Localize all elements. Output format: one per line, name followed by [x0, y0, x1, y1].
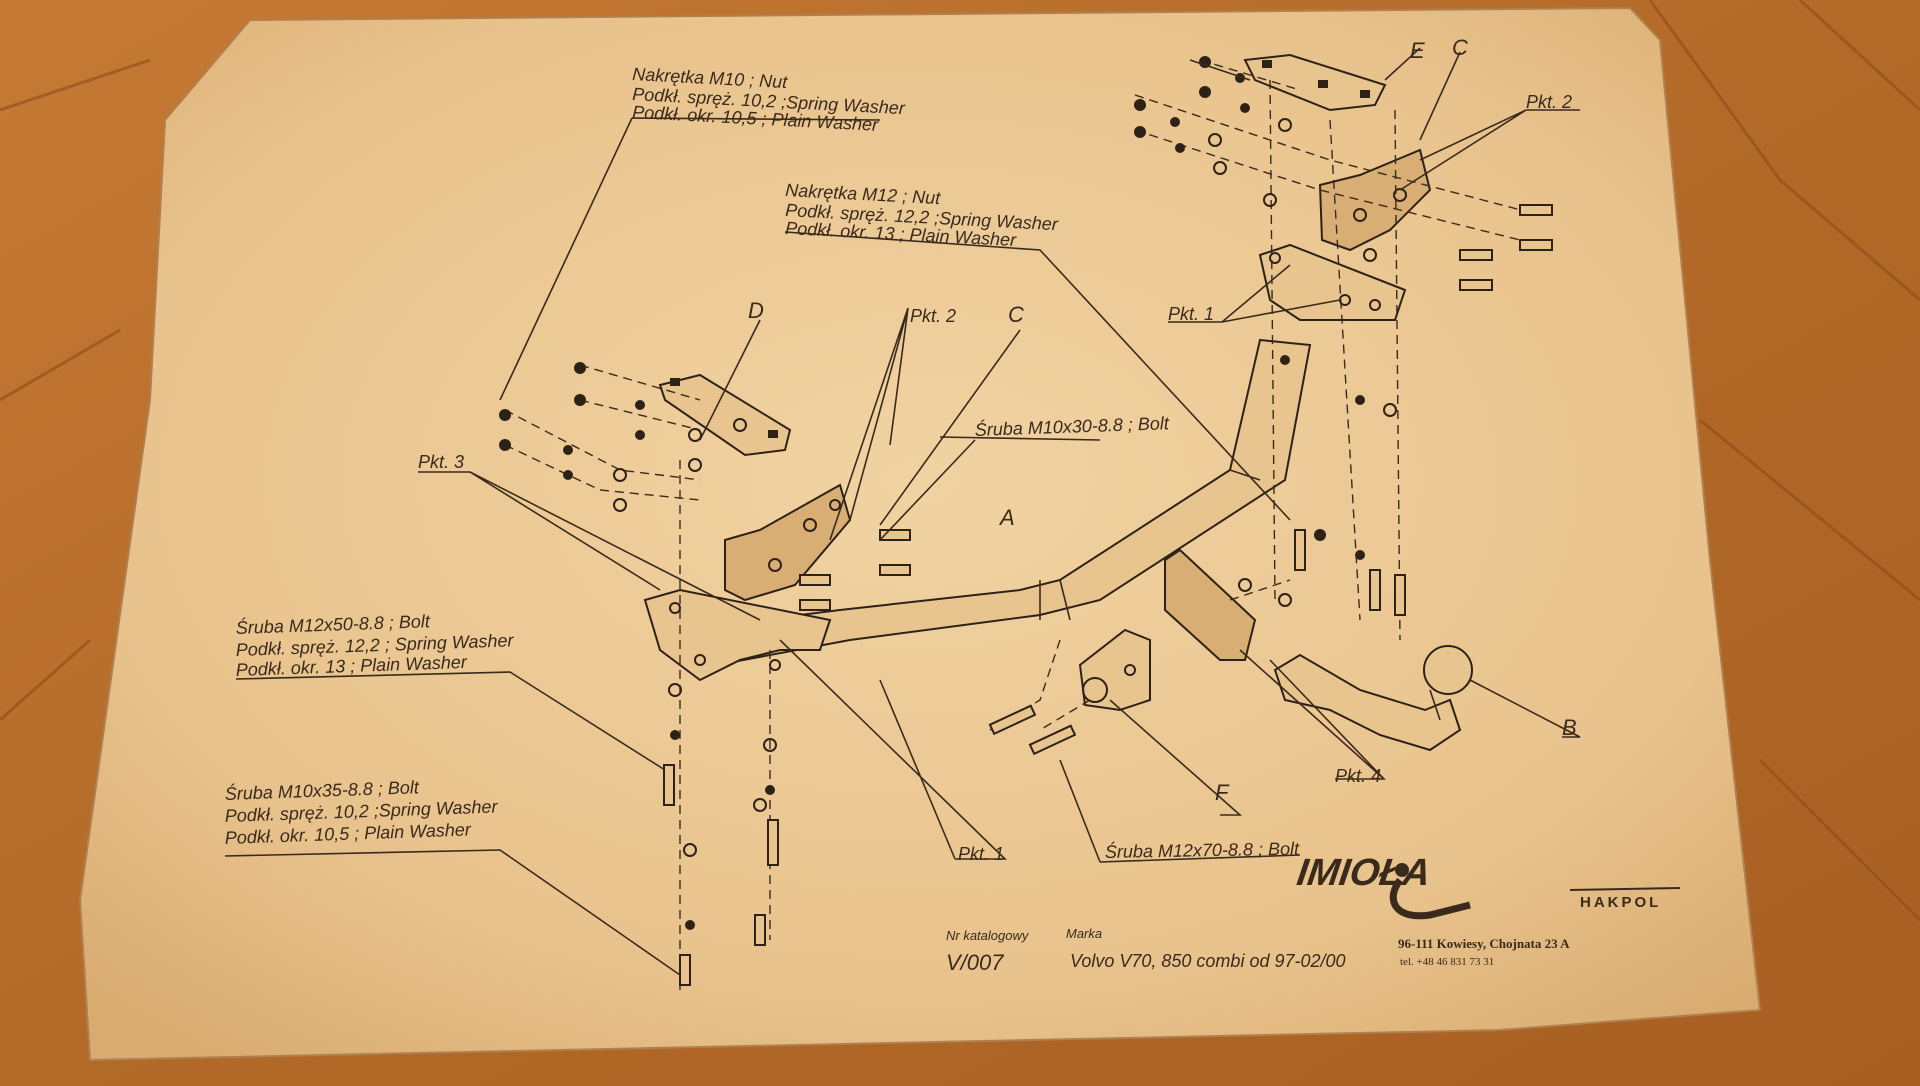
logo-sub: HAKPOL: [1580, 894, 1661, 911]
label-pkt3: Pkt. 3: [418, 452, 464, 472]
logo-name: IMIOŁA: [1294, 851, 1433, 894]
diagram-drawing: Nakrętka M10 ; Nut Podkł. spręż. 10,2 ;S…: [224, 35, 1581, 990]
label-pkt1-right: Pkt. 1: [1168, 304, 1214, 324]
catalog-number-label: Nr katalogowy: [946, 928, 1030, 943]
catalog-number-value: V/007: [946, 950, 1004, 975]
label-pkt4: Pkt. 4: [1335, 766, 1381, 786]
tow-ball: [1423, 645, 1473, 695]
socket-plate-f: [1078, 628, 1151, 712]
paper-sheet: [78, 6, 1762, 1062]
right-end-plate: [1258, 243, 1407, 321]
center-bracket: [1164, 548, 1257, 661]
label-letter-c-left: C: [1008, 302, 1024, 327]
label-pkt2-left: Pkt. 2: [910, 306, 956, 326]
left-fasteners: [499, 362, 777, 930]
label-letter-f: F: [1215, 780, 1230, 805]
brand-label: Marka: [1066, 926, 1102, 941]
left-bolts: [663, 529, 911, 986]
company-address: 96-111 Kowiesy, Chojnata 23 A: [1398, 936, 1570, 951]
leader-lines: [224, 47, 1581, 976]
label-letter-d: D: [748, 298, 764, 323]
left-bracket-c: [724, 483, 852, 602]
left-plate-d: [658, 373, 792, 457]
brand-value: Volvo V70, 850 combi od 97-02/00: [1070, 951, 1346, 971]
label-letter-b: B: [1562, 715, 1577, 740]
logo-swoosh: [1389, 877, 1471, 920]
label-bolt-m12x70: Śruba M12x70-8.8 ; Bolt: [1105, 838, 1300, 862]
label-letter-e: E: [1410, 38, 1425, 63]
label-letter-a: A: [998, 505, 1015, 530]
label-letter-c-right: C: [1452, 35, 1468, 60]
left-end-plate: [643, 588, 832, 682]
right-plate-e: [1243, 53, 1387, 112]
imiola-logo: IMIOŁA HAKPOL 96-111 Kowiesy, Chojnata 2…: [1294, 851, 1681, 968]
label-pkt1-bottom: Pkt. 1: [958, 844, 1004, 864]
label-pkt2-right: Pkt. 2: [1526, 92, 1572, 112]
company-phone: tel. +48 46 831 73 31: [1400, 956, 1494, 968]
logo-dot: [1395, 863, 1409, 877]
